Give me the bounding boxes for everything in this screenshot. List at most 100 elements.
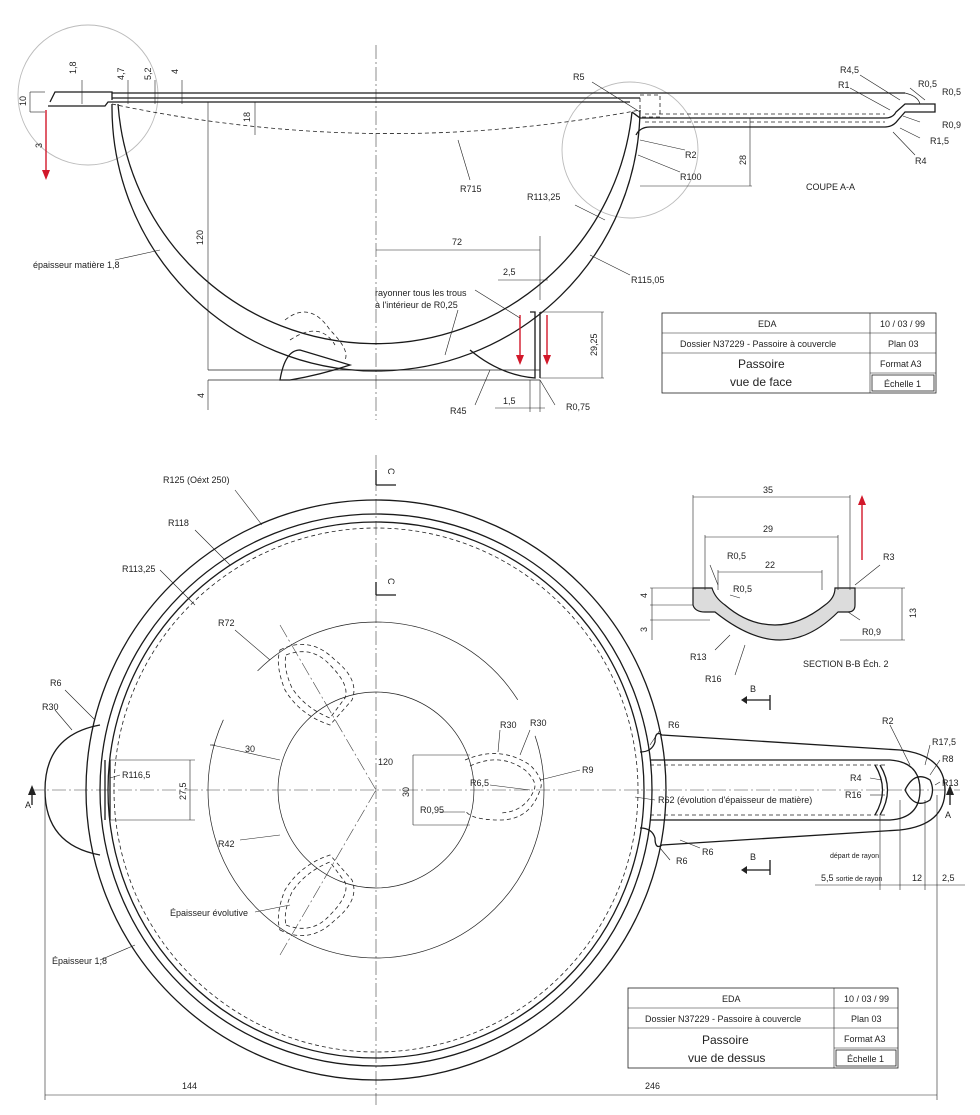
section-label-r3: R3 bbox=[883, 552, 895, 562]
tb2-scale: Échelle 1 bbox=[847, 1054, 884, 1064]
dim-2-5-bottom: 2,5 bbox=[942, 873, 955, 883]
bowl-edge bbox=[107, 521, 645, 1059]
section-b-b: R0,5 R0,5 R3 R0,9 R13 R16 SECTION B-B Éc… bbox=[639, 485, 918, 684]
dim-246: 246 bbox=[645, 1081, 660, 1091]
label-r2: R2 bbox=[685, 150, 697, 160]
tb2-date: 10 / 03 / 99 bbox=[844, 994, 889, 1004]
bowl-inner-dashed bbox=[113, 527, 639, 1053]
label-sortie: sortie de rayon bbox=[836, 876, 882, 883]
dim-5-5: 5,5 bbox=[821, 873, 834, 883]
label-r4: R4 bbox=[915, 156, 927, 166]
dim-10: 10 bbox=[18, 96, 28, 106]
label-epaisseur-evolutive: Épaisseur évolutive bbox=[170, 908, 248, 918]
label-r6-a: R6 bbox=[50, 678, 62, 688]
label-thickness: épaisseur matière 1,8 bbox=[33, 260, 120, 270]
label-r100: R100 bbox=[680, 172, 702, 182]
label-r715: R715 bbox=[460, 184, 482, 194]
label-r72: R72 bbox=[218, 618, 235, 628]
handle-outline-top bbox=[639, 732, 946, 848]
slot-2 bbox=[277, 854, 355, 936]
dim-120-angle: 120 bbox=[378, 757, 393, 767]
label-r30-c: R30 bbox=[530, 718, 547, 728]
tb1-company: EDA bbox=[758, 319, 777, 329]
label-r6-c: R6 bbox=[702, 847, 714, 857]
section-dim-13: 13 bbox=[908, 608, 918, 618]
label-r6-d: R6 bbox=[676, 856, 688, 866]
label-r11325: R113,25 bbox=[527, 192, 560, 202]
section-dim-29: 29 bbox=[763, 524, 773, 534]
section-label-r09: R0,9 bbox=[862, 627, 881, 637]
tb2-title-2: vue de dessus bbox=[688, 1051, 765, 1065]
dim-3: 3 bbox=[34, 143, 44, 148]
section-c-bottom: C bbox=[386, 578, 396, 585]
label-r9: R9 bbox=[582, 765, 594, 775]
section-title: SECTION B-B Éch. 2 bbox=[803, 659, 889, 669]
tb1-title-2: vue de face bbox=[730, 375, 792, 389]
dim-27-5: 27,5 bbox=[178, 782, 188, 800]
dim-30-left: 30 bbox=[245, 744, 255, 754]
label-r05-a: R0,5 bbox=[918, 79, 937, 89]
note-line-2: à l'intérieur de R0,25 bbox=[375, 300, 458, 310]
title-block-top: EDA 10 / 03 / 99 Dossier N37229 - Passoi… bbox=[627, 987, 899, 1069]
section-a-right: A bbox=[945, 810, 951, 820]
tb1-scale: Échelle 1 bbox=[884, 379, 921, 389]
label-r65: R6,5 bbox=[470, 778, 489, 788]
label-r2-bottom: R2 bbox=[882, 716, 894, 726]
dim-12: 12 bbox=[912, 873, 922, 883]
label-r075: R0,75 bbox=[566, 402, 590, 412]
dim-5-2: 5,2 bbox=[143, 67, 153, 80]
label-r175: R17,5 bbox=[932, 737, 956, 747]
dim-4-7: 4,7 bbox=[116, 67, 126, 80]
slot-1 bbox=[277, 644, 355, 726]
label-r15: R1,5 bbox=[930, 136, 949, 146]
detail-circle-handle bbox=[561, 81, 699, 219]
label-r45: R45 bbox=[450, 406, 467, 416]
perforation-circle-r42 bbox=[277, 691, 475, 889]
dim-144: 144 bbox=[182, 1081, 197, 1091]
label-r8: R8 bbox=[942, 754, 954, 764]
section-dim-3: 3 bbox=[639, 627, 649, 632]
label-r11505: R115,05 bbox=[631, 275, 664, 285]
tb2-company: EDA bbox=[722, 994, 741, 1004]
rim-outer bbox=[85, 499, 667, 1081]
dim-72: 72 bbox=[452, 237, 462, 247]
tb1-plan: Plan 03 bbox=[888, 339, 919, 349]
perforation-circle-r72 bbox=[207, 621, 545, 959]
slot-3 bbox=[464, 753, 542, 821]
note-line-1: rayonner tous les trous bbox=[375, 288, 467, 298]
label-r30-a: R30 bbox=[42, 702, 59, 712]
label-r1165: R116,5 bbox=[122, 770, 150, 780]
handle-outline bbox=[631, 103, 936, 136]
dim-2-5: 2,5 bbox=[503, 267, 516, 277]
label-r30-b: R30 bbox=[500, 720, 517, 730]
label-epaisseur-18: Épaisseur 1,8 bbox=[52, 956, 107, 966]
section-label-r13: R13 bbox=[690, 652, 707, 662]
label-depart: départ de rayon bbox=[830, 853, 879, 860]
section-profile bbox=[692, 587, 856, 641]
tb1-date: 10 / 03 / 99 bbox=[880, 319, 925, 329]
dim-4-top: 4 bbox=[170, 69, 180, 74]
label-r11325: R113,25 bbox=[122, 564, 155, 574]
label-r5: R5 bbox=[573, 72, 585, 82]
dim-4-bottom: 4 bbox=[196, 393, 206, 398]
section-dim-22: 22 bbox=[765, 560, 775, 570]
dim-1-8: 1,8 bbox=[68, 61, 78, 74]
label-r62: R62 (évolution d'épaisseur de matière) bbox=[658, 795, 812, 805]
label-r09: R0,9 bbox=[942, 120, 961, 130]
section-label-r05-a: R0,5 bbox=[727, 551, 746, 561]
dim-1-5: 1,5 bbox=[503, 396, 516, 406]
dim-29-25: 29,25 bbox=[589, 333, 599, 356]
left-tab bbox=[44, 724, 101, 856]
label-coupe-aa: COUPE A-A bbox=[806, 182, 855, 192]
dim-18: 18 bbox=[242, 112, 252, 122]
bowl-inner bbox=[117, 103, 633, 345]
dim-120: 120 bbox=[195, 230, 205, 245]
label-r6-b: R6 bbox=[668, 720, 680, 730]
section-label-r05-b: R0,5 bbox=[733, 584, 752, 594]
section-a-left: A bbox=[25, 800, 31, 810]
tb1-dossier: Dossier N37229 - Passoire à couvercle bbox=[680, 339, 836, 349]
label-r125: R125 (Oéxt 250) bbox=[163, 475, 230, 485]
rim-outline bbox=[49, 91, 113, 103]
tb2-format: Format A3 bbox=[844, 1034, 886, 1044]
